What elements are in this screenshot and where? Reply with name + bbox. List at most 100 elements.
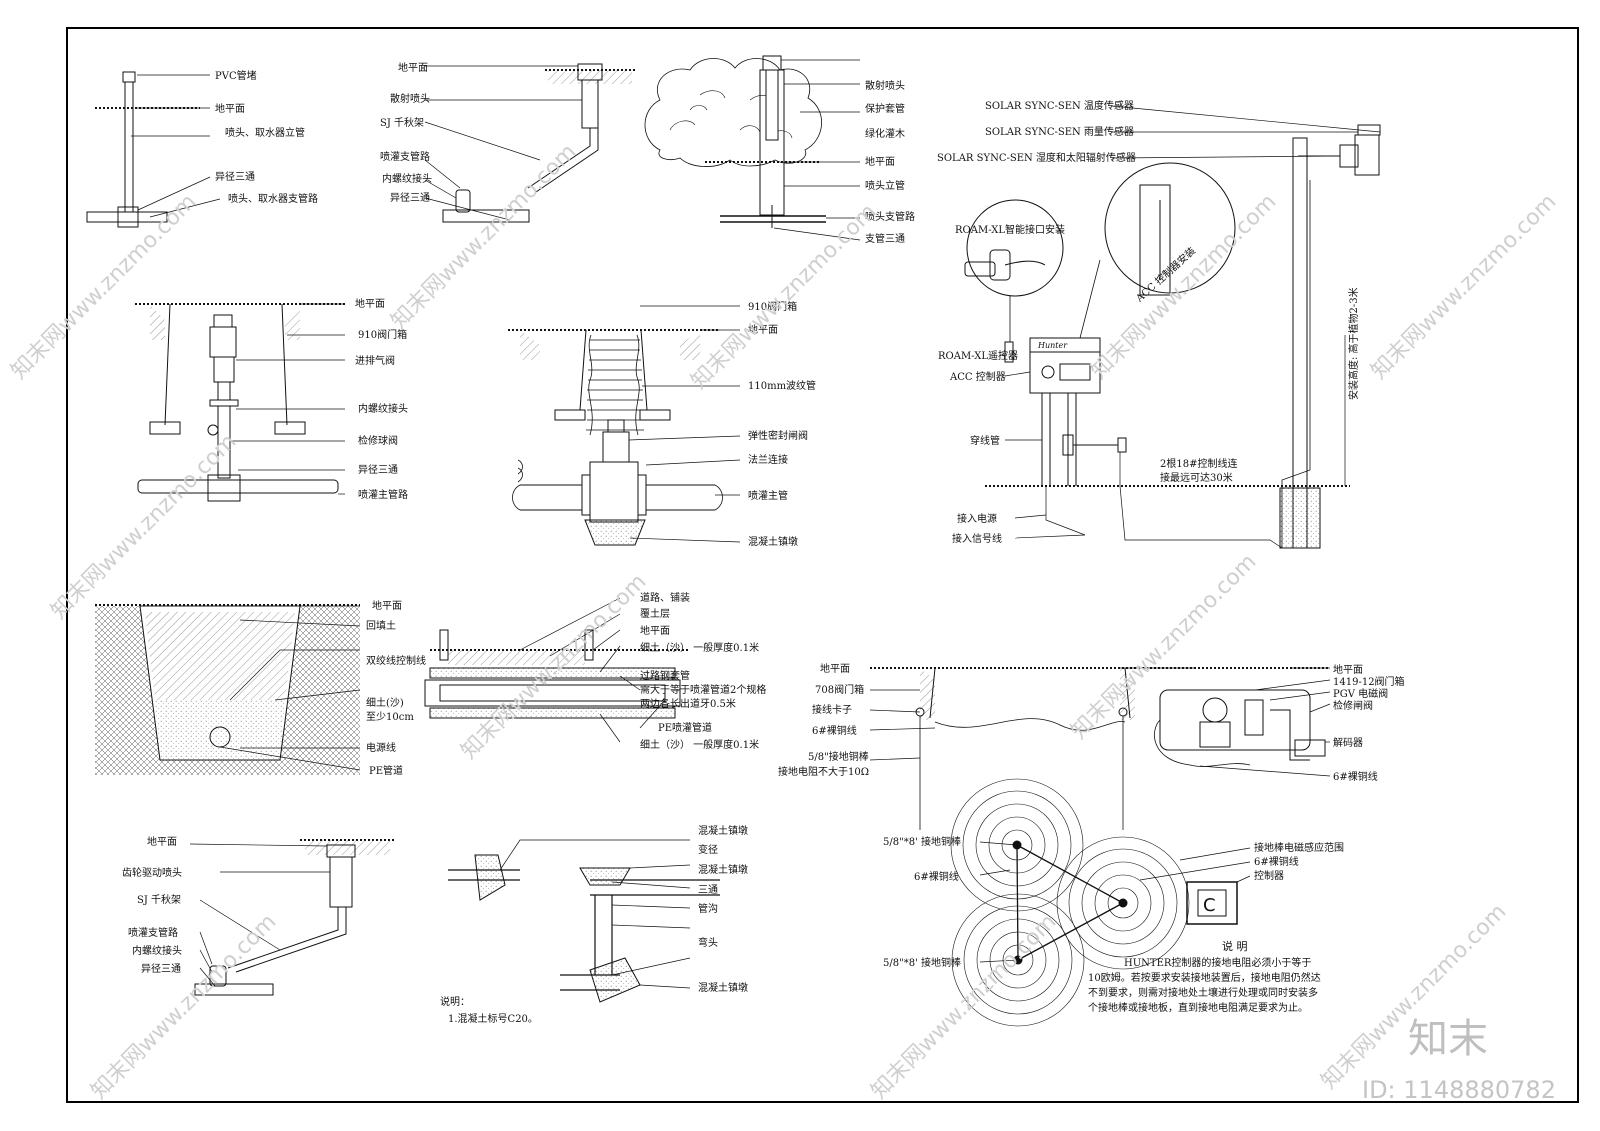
label: 穿线管	[970, 434, 1000, 447]
label: 地平面	[215, 102, 245, 115]
label: 过路钢套管	[640, 669, 690, 682]
label: ROAM-XL智能接口安装	[955, 223, 1065, 236]
label: 道路、铺装	[640, 591, 690, 604]
label: 地平面	[1333, 663, 1363, 676]
detail-air-valve-box	[135, 303, 345, 502]
detail-pvc-riser	[86, 71, 221, 228]
label: 异径三通	[215, 170, 255, 183]
labels-d9: 地平面 708阀门箱 接线卡子 6#裸铜线 5/8"接地铜棒 接地电阻不大于10…	[778, 662, 1405, 783]
detail-acc-controller	[964, 105, 1381, 549]
note-line: 10欧姆。若按要求安装接地装置后，接地电阻仍然达	[1088, 971, 1321, 984]
label: 保护套管	[865, 102, 905, 115]
label: 细土(沙)	[366, 696, 404, 709]
label: 接最远可达30米	[1160, 471, 1233, 484]
label: Hunter	[1037, 341, 1068, 350]
id-mark: ID: 1148880782	[1362, 1076, 1556, 1104]
label: 进排气阀	[355, 354, 395, 367]
label: 喷灌支管路	[380, 150, 430, 163]
label: 电源线	[366, 741, 396, 754]
label: 910阀门箱	[358, 328, 407, 341]
label: 接入电源	[957, 512, 997, 525]
label: 安装高度: 高于植物2-3米	[1347, 287, 1360, 400]
label: 喷头立管	[865, 179, 905, 192]
label: 检修球阀	[358, 434, 398, 447]
detail-thrust-blocks	[448, 839, 720, 1003]
label: 回填土	[366, 619, 396, 632]
label: 检修闸阀	[1333, 699, 1373, 712]
label: 内螺纹接头	[382, 172, 432, 185]
label: 接地棒电磁感应范围	[1254, 841, 1344, 854]
label: SOLAR SYNC-SEN 湿度和太阳辐射传感器	[937, 151, 1136, 164]
label: 6#裸铜线	[1333, 770, 1378, 783]
label: 混凝土镇墩	[698, 824, 748, 837]
label: 异径三通	[141, 962, 181, 975]
label: 内螺纹接头	[132, 944, 182, 957]
label: 内螺纹接头	[358, 402, 408, 415]
label: ROAM-XL遥控器	[938, 349, 1018, 362]
detail-grounding-plan	[950, 778, 1251, 1027]
watermark-text: 知末网www.znzmo.com	[867, 909, 1062, 1104]
label: 地平面	[820, 662, 850, 675]
label: 地平面	[147, 835, 177, 848]
label: 需大于等于喷灌管道2个规格	[640, 683, 766, 696]
label: 地平面	[355, 297, 385, 310]
label: 变径	[698, 843, 718, 856]
labels-d11: 地平面 齿轮驱动喷头 SJ 千秋架 喷灌支管路 内螺纹接头 异径三通	[122, 835, 182, 975]
label: 5/8"*8' 接地铜棒	[883, 835, 961, 848]
label: 混凝土镇墩	[698, 863, 748, 876]
label: 接地电阻不大于10Ω	[778, 765, 869, 778]
note-line: 1.混凝土标号C20。	[448, 1012, 538, 1025]
detail-gate-valve-box	[508, 305, 741, 546]
watermark-text: 知末网www.znzmo.com	[387, 139, 582, 334]
label: 110mm波纹管	[748, 379, 816, 392]
label: 散射喷头	[390, 92, 430, 105]
label: 两边各长出道牙0.5米	[640, 697, 736, 710]
labels-d4: 地平面 910阀门箱 进排气阀 内螺纹接头 检修球阀 异径三通 喷灌主管路	[355, 297, 408, 501]
label: 6#裸铜线	[914, 870, 959, 883]
watermark-text: 知末网www.znzmo.com	[1317, 899, 1512, 1094]
label: 异径三通	[390, 191, 430, 204]
label: SOLAR SYNC-SEN 雨量传感器	[985, 125, 1134, 138]
note-line: 个接地棒或接地板，直到接地电阻满足要求为止。	[1088, 1001, 1308, 1014]
labels-d3: 散射喷头 保护套管 绿化灌木 地平面 喷头立管 喷头支管路 支管三通	[865, 79, 915, 245]
label: 至少10cm	[366, 711, 414, 723]
drawing-frame	[66, 27, 1579, 1103]
label: 散射喷头	[865, 79, 905, 92]
label: 地平面	[372, 599, 402, 612]
watermark-text: 知末网www.znzmo.com	[687, 199, 882, 394]
label: 细土（沙） 一般厚度0.1米	[640, 641, 759, 654]
watermark-text: 知末网www.znzmo.com	[1367, 189, 1562, 384]
label: 齿轮驱动喷头	[122, 866, 182, 879]
label: PE喷灌管道	[658, 721, 712, 734]
note-title: 说 明	[1222, 939, 1248, 953]
watermark-text: 知末网www.znzmo.com	[457, 569, 652, 764]
label: 混凝土镇墩	[698, 981, 748, 994]
watermark-text: 知末网www.znzmo.com	[47, 429, 242, 624]
labels-d8: 道路、铺装 覆土层 地平面 细土（沙） 一般厚度0.1米 过路钢套管 需大于等于…	[640, 591, 766, 751]
label: 接线卡子	[812, 703, 852, 716]
watermark-text: 知末网www.znzmo.com	[7, 189, 202, 384]
label: 支管三通	[865, 232, 905, 245]
label: 地平面	[640, 624, 670, 637]
label: 5/8"接地铜棒	[808, 750, 869, 763]
label: 6#裸铜线	[1254, 855, 1299, 868]
label: 解码器	[1333, 736, 1363, 749]
label: 混凝土镇墩	[748, 535, 798, 548]
note-line: HUNTER控制器的接地电阻必须小于等于	[1124, 956, 1311, 969]
label: 法兰连接	[748, 453, 788, 466]
label: 喷头支管路	[865, 210, 915, 223]
detail-decoder-valve-box	[869, 667, 1331, 830]
label: 2根18#控制线连	[1160, 457, 1237, 470]
labels-d12: 混凝土镇墩 变径 混凝土镇墩 三通 管沟 弯头 混凝土镇墩 说明： 1.混凝土标…	[440, 824, 748, 1025]
label: 喷灌主管	[748, 489, 788, 502]
label: 细土（沙） 一般厚度0.1米	[640, 738, 759, 751]
labels-d5: 910阀门箱 地平面 110mm波纹管 弹性密封闸阀 法兰连接 喷灌主管 混凝土…	[748, 300, 816, 548]
detail-cable-trench	[95, 604, 361, 775]
label: 喷灌支管路	[128, 926, 178, 939]
labels-d1: PVC管堵 地平面 喷头、取水器立管 异径三通 喷头、取水器支管路	[215, 69, 318, 205]
label: 管沟	[698, 902, 718, 915]
label: 地平面	[398, 61, 428, 74]
labels-d10: 5/8"*8' 接地铜棒 6#裸铜线 5/8"*8' 接地铜棒 接地棒电磁感应范…	[883, 835, 1344, 1014]
label: SJ 千秋架	[380, 116, 424, 129]
